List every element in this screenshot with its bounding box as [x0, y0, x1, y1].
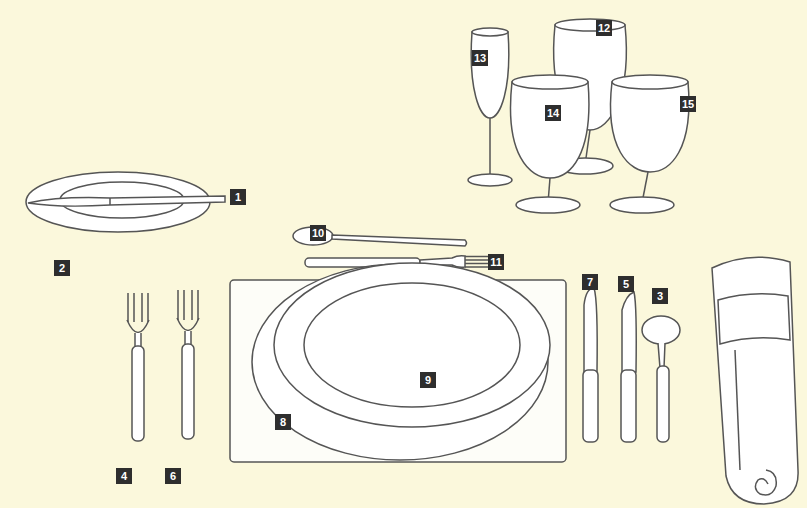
butter-knife-bolster: [109, 198, 111, 205]
callout-number: 5: [618, 276, 634, 292]
champagne-flute: [468, 28, 512, 186]
callout-number: 11: [488, 254, 504, 270]
callout-number: 12: [596, 20, 612, 36]
napkin-ring: [718, 294, 790, 344]
callout-number: 4: [116, 468, 132, 484]
callout-number: 9: [420, 372, 436, 388]
dessert-fork-tines: [465, 257, 490, 268]
dinner-fork: [177, 290, 199, 439]
napkin: [712, 257, 798, 504]
callout-number: 2: [54, 260, 70, 276]
dinner-plate: [274, 263, 550, 427]
callout-number: 7: [582, 274, 598, 290]
callout-number: 8: [275, 414, 291, 430]
callout-number: 3: [652, 288, 668, 304]
callout-number: 13: [472, 50, 488, 66]
callout-number: 10: [310, 225, 326, 241]
butter-knife: [28, 196, 225, 206]
dessert-spoon-handle: [332, 235, 467, 246]
callout-number: 14: [545, 105, 561, 121]
water-glass: [511, 75, 589, 213]
callout-number: 15: [680, 96, 696, 112]
fish-knife: [621, 292, 636, 442]
callout-number: 1: [230, 189, 246, 205]
callout-number: 6: [165, 468, 181, 484]
fish-fork: [127, 293, 149, 441]
soup-spoon: [642, 316, 680, 442]
white-wine-glass: [610, 75, 689, 213]
dinner-knife: [583, 288, 598, 442]
dinner-plate-well: [304, 283, 520, 407]
